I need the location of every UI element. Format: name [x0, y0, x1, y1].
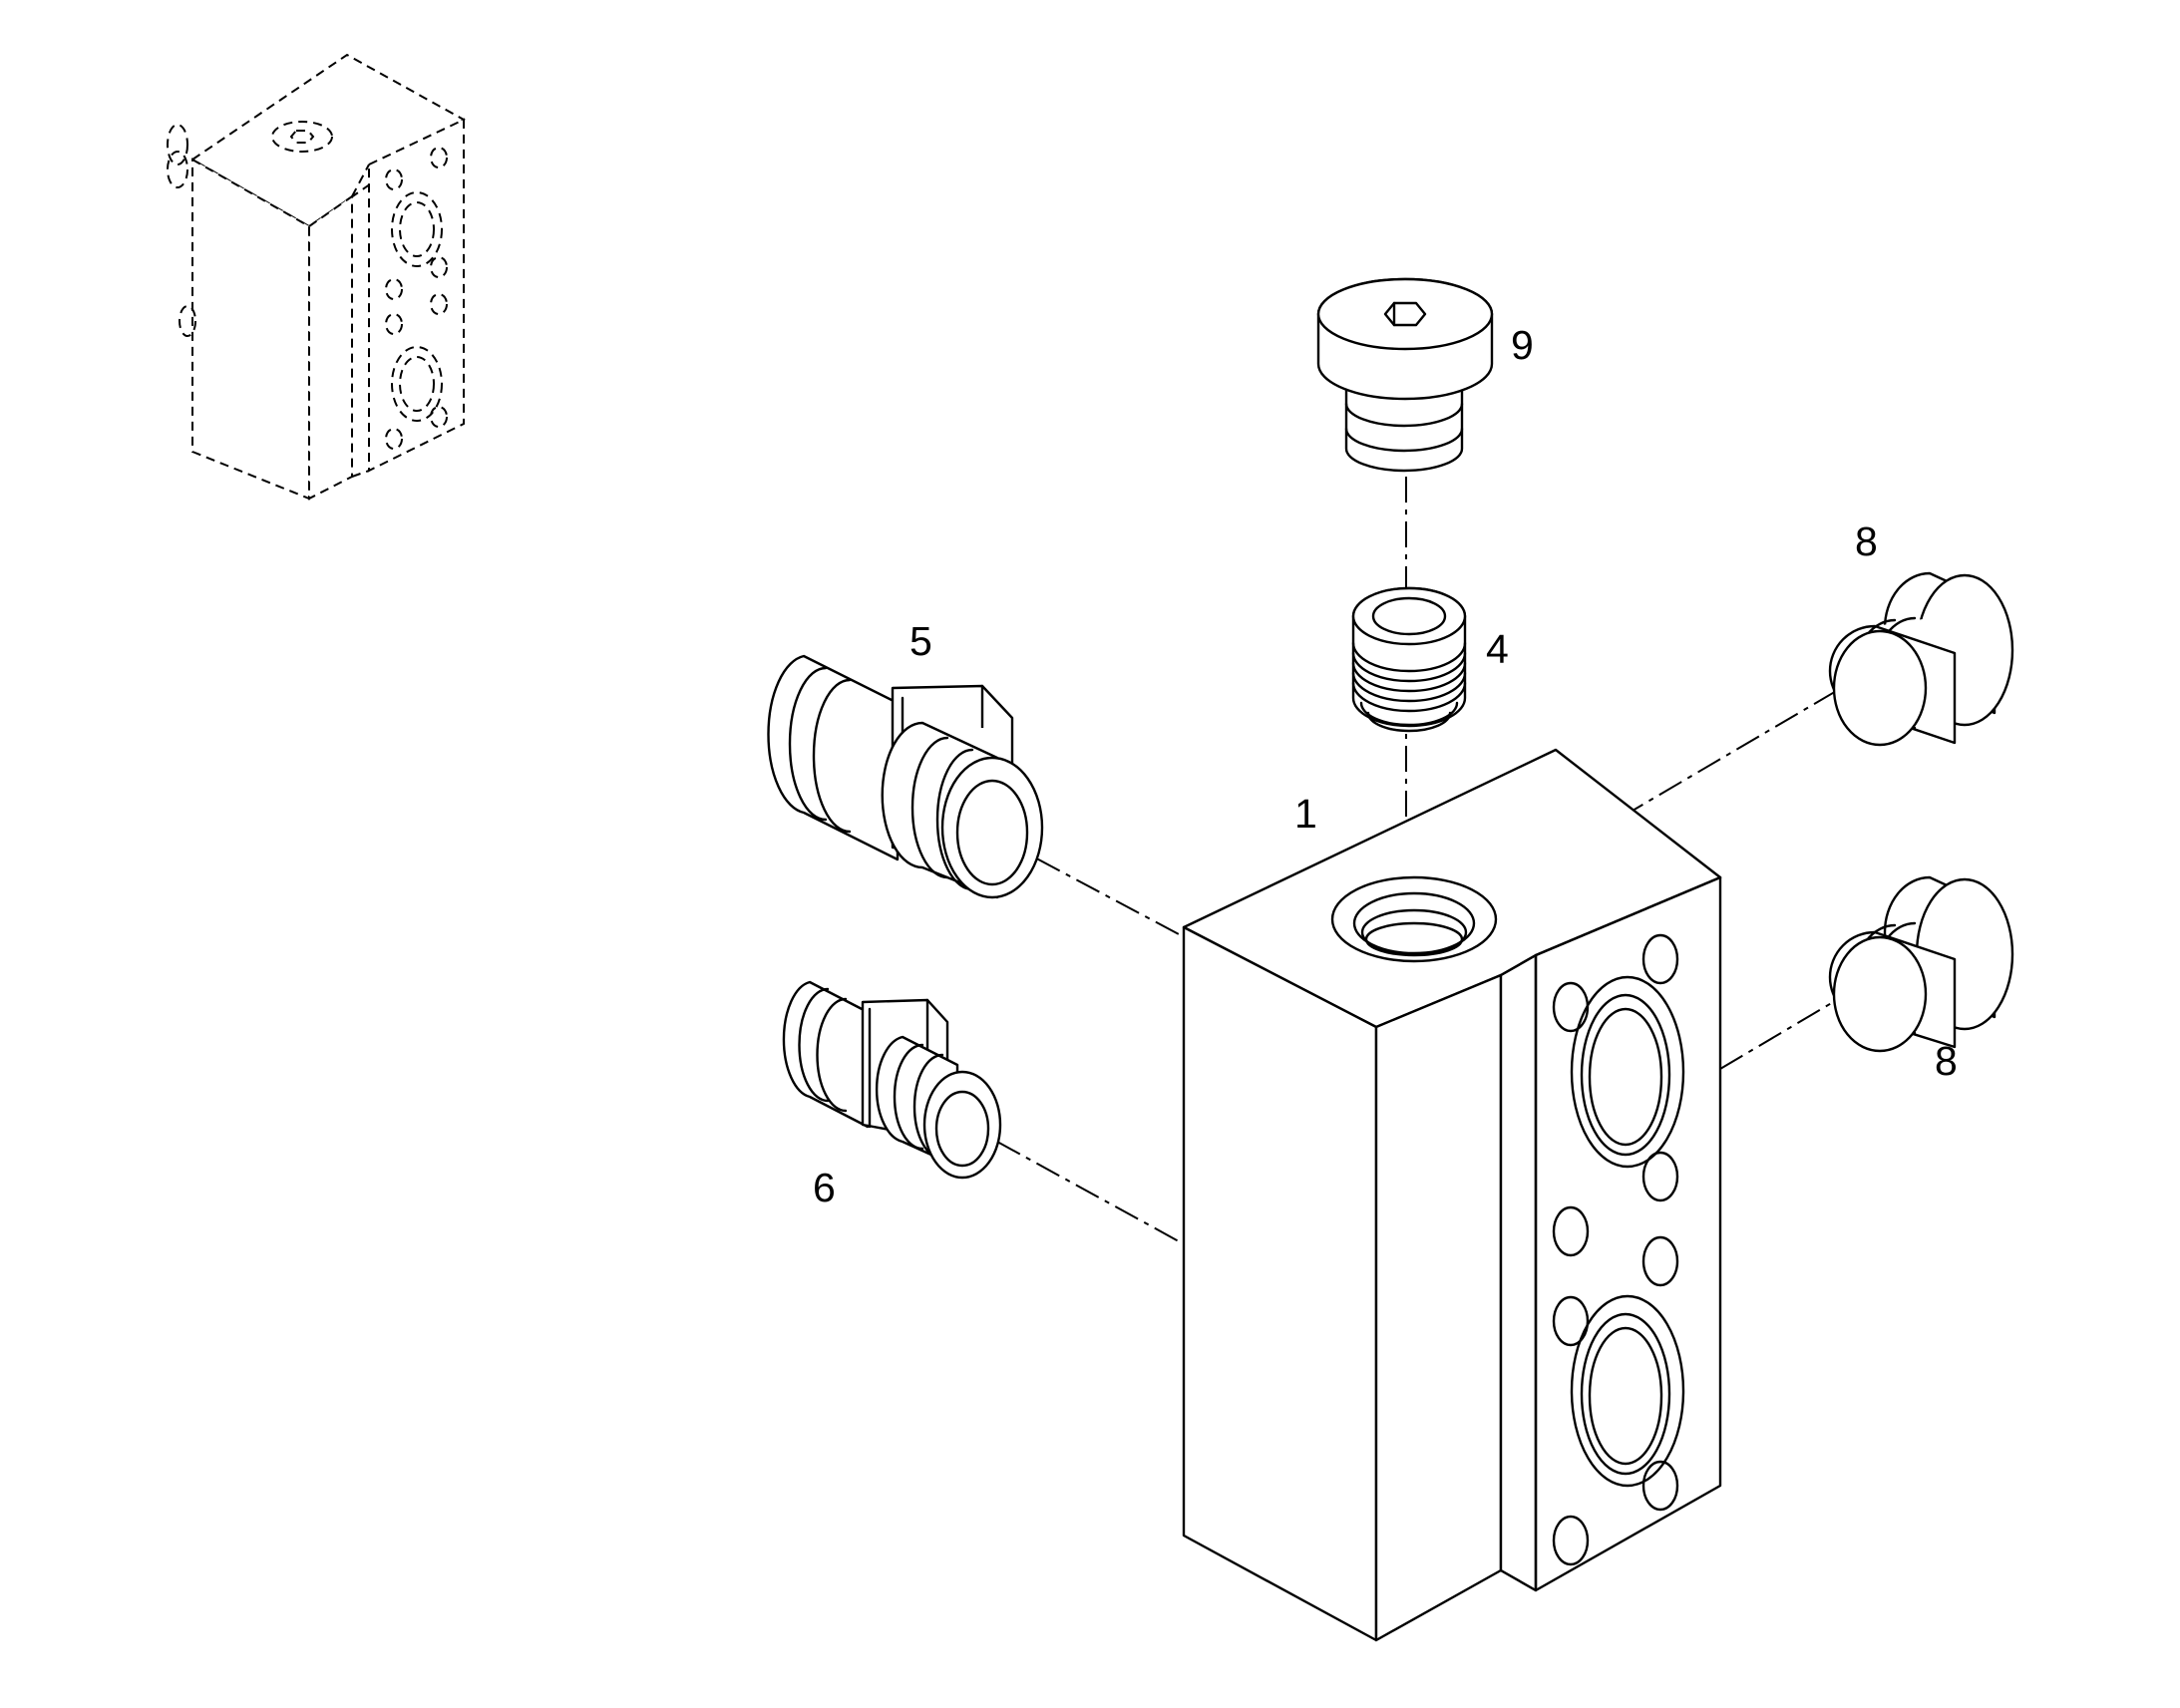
hex-fitting-part-5: [767, 654, 1044, 899]
hex-fitting-part-6: [782, 980, 1002, 1180]
callout-4: 4: [1486, 626, 1509, 672]
callout-8-upper: 8: [1855, 518, 1878, 564]
threaded-insert-part-4: [1351, 586, 1467, 733]
plug-part-8-lower: [1828, 875, 2014, 1053]
plug-part-8-upper: [1828, 571, 2014, 747]
callout-9: 9: [1511, 322, 1534, 368]
callout-8-lower: 8: [1935, 1038, 1958, 1084]
valve-block-part-1: [1182, 748, 1722, 1642]
callout-1: 1: [1294, 791, 1317, 837]
cap-plug-part-9: [1316, 277, 1494, 473]
locator-thumbnail: [167, 53, 466, 501]
callout-6: 6: [813, 1165, 836, 1210]
callout-5: 5: [909, 618, 932, 664]
